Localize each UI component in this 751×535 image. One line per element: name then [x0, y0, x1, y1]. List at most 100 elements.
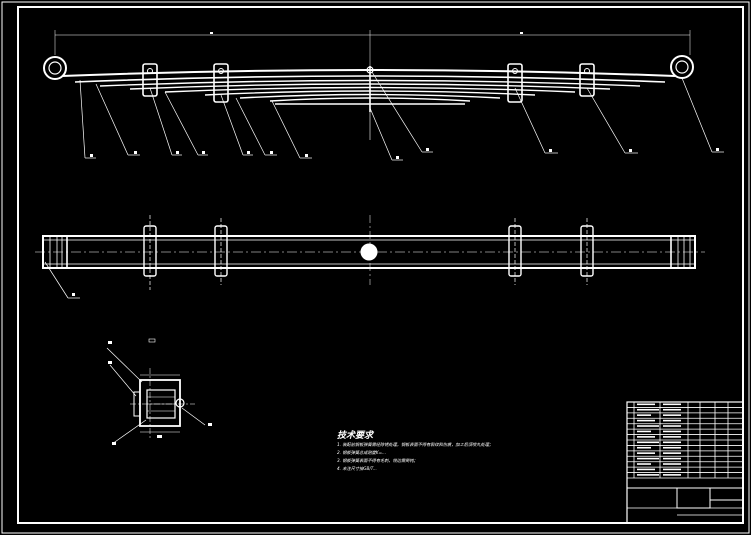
title-block-entry — [663, 436, 681, 438]
title-block-entry — [663, 414, 681, 416]
title-block-entry — [663, 408, 681, 411]
leader-3 — [149, 87, 173, 156]
right-spring-eye — [670, 55, 694, 79]
title-block — [626, 401, 744, 524]
left-spring-eye-bushing — [48, 61, 62, 75]
callout-tag — [629, 149, 632, 152]
center-bolt-head — [366, 66, 374, 74]
callout-tag — [549, 149, 552, 152]
leader-6 — [235, 97, 266, 156]
callout-tag — [716, 148, 719, 151]
clip-3-bolt — [512, 68, 518, 74]
clip-4 — [579, 63, 595, 97]
callout-tag — [157, 435, 162, 438]
leader-2 — [95, 83, 129, 156]
title-block-entry — [637, 441, 659, 444]
title-block-entry — [637, 436, 655, 438]
leader-10 — [514, 87, 546, 154]
dimension-tick — [210, 32, 213, 34]
leader-11 — [586, 87, 626, 154]
side-view — [43, 30, 724, 161]
dimension-tick — [520, 32, 523, 34]
right-spring-eye-bushing — [675, 60, 689, 74]
right-eye-end — [670, 235, 696, 269]
title-block-entry — [663, 441, 681, 444]
leader-1 — [79, 79, 86, 159]
callout-tag — [426, 148, 429, 151]
callout-tag — [72, 293, 75, 296]
callout-tag — [148, 338, 156, 343]
leader-7 — [271, 100, 301, 159]
title-block-name-cell — [676, 487, 711, 509]
title-block-entry — [663, 403, 681, 406]
callout-tags — [90, 32, 719, 159]
requirement-item: 2. 钢板弹簧总成刚度K=... — [337, 450, 387, 455]
clip-2-bolt — [218, 68, 224, 74]
title-block-entry — [637, 474, 659, 476]
clip-3 — [507, 63, 523, 103]
title-block-entry — [663, 446, 681, 449]
section-rivet — [175, 398, 185, 408]
title-block-entry — [637, 414, 651, 416]
title-block-drawing-no-cell — [709, 487, 744, 501]
leader-12 — [681, 77, 713, 153]
top-view-leader — [44, 261, 69, 299]
leader-9 — [371, 71, 423, 153]
title-block-entry — [637, 463, 651, 465]
callout-tag — [108, 341, 112, 344]
section-leader-4 — [181, 407, 206, 426]
title-block-frame — [626, 401, 744, 524]
title-block-entry — [637, 446, 651, 449]
title-block-entry — [663, 463, 681, 465]
callout-tag — [134, 151, 137, 154]
callout-leaders — [79, 71, 724, 161]
callout-tag — [176, 151, 179, 154]
callout-tag — [208, 423, 212, 426]
callout-tag — [270, 151, 273, 154]
title-block-entry — [637, 425, 659, 427]
left-spring-eye — [43, 56, 67, 80]
callout-tag — [202, 151, 205, 154]
title-block-entry — [663, 419, 681, 422]
title-block-entry — [663, 452, 681, 454]
title-block-entry — [663, 468, 681, 471]
title-block-entry — [637, 403, 655, 406]
title-block-text-marks — [637, 403, 681, 476]
inner-frame — [17, 6, 744, 524]
title-block-entry — [663, 474, 681, 476]
section-leader-2 — [109, 364, 137, 397]
title-block-entry — [663, 457, 681, 460]
clip-4-bolt — [584, 68, 590, 74]
top-view — [35, 215, 705, 299]
center-bolt-hole — [360, 243, 378, 261]
leader-4 — [164, 91, 199, 156]
callout-tag — [305, 154, 308, 157]
title-block-rows — [627, 407, 743, 479]
technical-requirements-title: 技术要求 — [337, 431, 374, 441]
section-spacer — [133, 391, 141, 417]
requirement-item: 1. 装配前钢板弹簧需经除锈处理，钢板表面不得有裂纹和伤痕，加工后须喷丸处理； — [337, 442, 494, 447]
title-block-entry — [637, 452, 655, 454]
requirement-item: 4. 未注尺寸按GB/T... — [337, 466, 377, 471]
title-block-entry — [637, 408, 659, 411]
technical-requirements-list: 1. 装配前钢板弹簧需经除锈处理，钢板表面不得有裂纹和伤痕，加工后须喷丸处理； … — [337, 441, 493, 473]
section-leader-3 — [111, 419, 147, 445]
leader-5 — [220, 94, 244, 156]
clip-2 — [213, 63, 229, 103]
title-block-entry — [663, 430, 681, 433]
title-block-entry — [637, 430, 651, 433]
callout-tag — [247, 151, 250, 154]
section-view — [106, 338, 212, 445]
leader-8 — [369, 107, 393, 161]
title-block-entry — [637, 468, 655, 471]
clip-1 — [142, 63, 158, 97]
title-block-entry — [637, 419, 655, 422]
requirement-item: 3. 钢板弹簧表面不得有毛刺，锐边需倒钝； — [337, 458, 418, 463]
section-leader-1 — [106, 347, 143, 383]
section-clip-body — [139, 379, 181, 427]
top-clips — [143, 215, 594, 290]
callout-tag — [396, 156, 399, 159]
callout-tag — [112, 442, 116, 445]
